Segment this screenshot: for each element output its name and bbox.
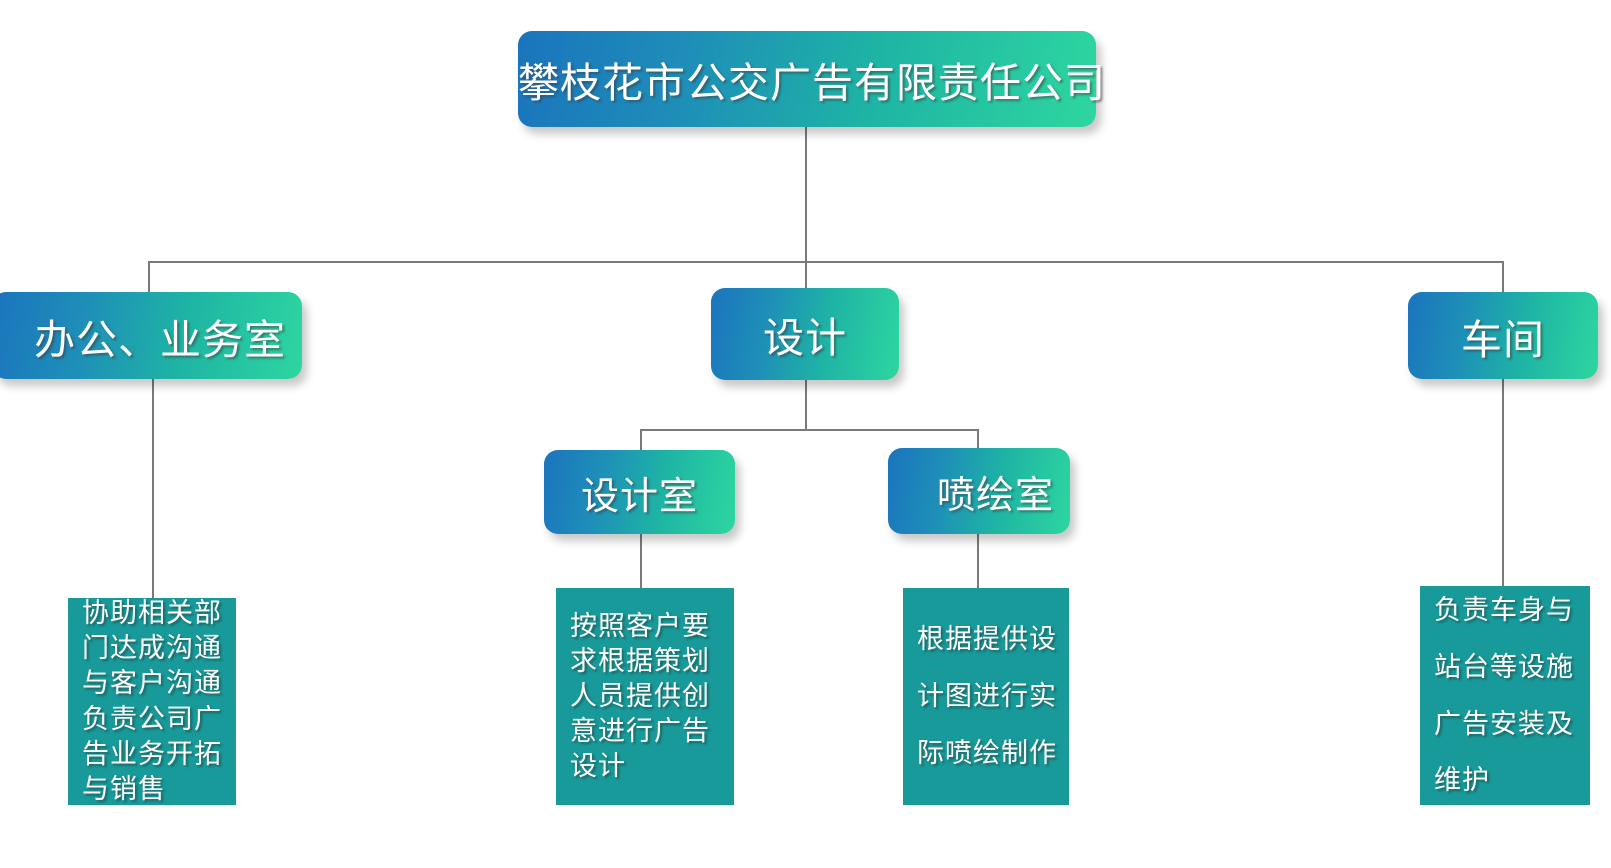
node-design-room[interactable]: 设计室 [544, 450, 735, 534]
connector-design-stem [805, 378, 807, 430]
desc-box-workshop: 负责车身与 站台等设施 广告安装及 维护 [1420, 586, 1590, 805]
connector-design-bus [640, 429, 978, 431]
connector-design-room-to-desc [640, 533, 642, 598]
desc-line: 人员提供创 [570, 680, 710, 711]
node-company-root[interactable]: 攀枝花市公交广告有限责任公司 [518, 31, 1106, 127]
node-print-room[interactable]: 喷绘室 [888, 448, 1070, 534]
desc-line: 门达成沟通 [82, 633, 222, 664]
connector-drop-workshop [1502, 261, 1504, 292]
desc-line: 意进行广告 [570, 716, 710, 747]
connector-drop-office [148, 261, 150, 292]
desc-line: 计图进行实 [917, 681, 1057, 712]
desc-line: 维护 [1434, 765, 1490, 796]
desc-line: 告业务开拓 [82, 738, 222, 769]
desc-line: 负责车身与 [1434, 595, 1574, 626]
desc-line: 站台等设施 [1434, 651, 1574, 682]
node-design[interactable]: 设计 [711, 288, 899, 380]
node-print-room-label: 喷绘室 [936, 474, 1054, 517]
desc-line: 与客户沟通 [82, 668, 222, 699]
desc-line: 按照客户要 [570, 610, 710, 641]
node-company-root-label: 攀枝花市公交广告有限责任公司 [518, 60, 1106, 106]
desc-line: 根据提供设 [917, 624, 1057, 655]
connector-root-stem [805, 126, 807, 262]
node-office-business-label: 办公、业务室 [34, 316, 286, 363]
connector-drop-design-room [640, 429, 642, 453]
node-workshop[interactable]: 车间 [1408, 292, 1598, 379]
desc-line: 际喷绘制作 [917, 737, 1057, 768]
desc-box-office: 协助相关部 门达成沟通 与客户沟通 负责公司广 告业务开拓 与销售 [68, 598, 236, 805]
desc-line: 求根据策划 [570, 645, 710, 676]
connector-workshop-to-desc [1502, 378, 1504, 588]
node-workshop-label: 车间 [1461, 316, 1545, 363]
desc-box-print-room: 根据提供设 计图进行实 际喷绘制作 [903, 588, 1069, 805]
connector-office-to-desc [152, 378, 154, 598]
node-design-label: 设计 [763, 315, 847, 361]
connector-level2-bus [148, 261, 1504, 263]
connector-drop-print-room [977, 429, 979, 453]
desc-line: 协助相关部 [82, 598, 222, 629]
desc-line: 与销售 [82, 773, 166, 804]
desc-line: 负责公司广 [82, 703, 222, 734]
connector-drop-design [805, 261, 807, 292]
node-design-room-label: 设计室 [580, 475, 698, 518]
desc-line: 广告安装及 [1434, 708, 1574, 739]
connector-print-room-to-desc [977, 533, 979, 588]
desc-box-design-room: 按照客户要 求根据策划 人员提供创 意进行广告 设计 [556, 588, 734, 805]
desc-line: 设计 [570, 751, 626, 782]
node-office-business[interactable]: 办公、业务室 [0, 292, 302, 379]
